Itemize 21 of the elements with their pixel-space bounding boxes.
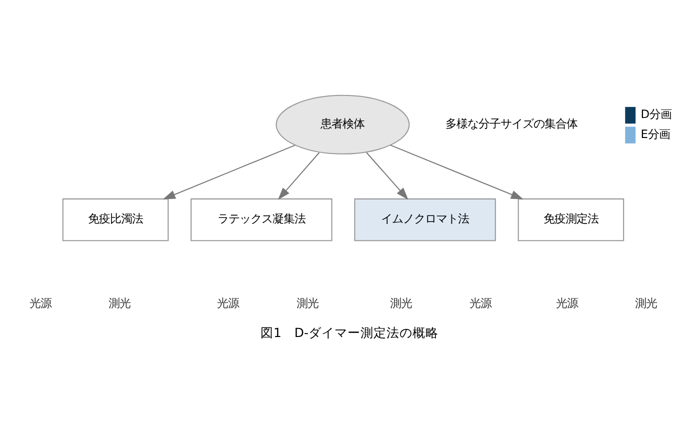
node-box: 免疫比濁法 [62,198,169,241]
legend-label: E分画 [640,126,670,140]
label: 測光 [390,296,412,310]
legend-label: D分画 [640,106,672,121]
arrow [390,144,524,199]
node-box: イムノクロマト法 [354,198,496,241]
node-ellipse: 患者検体 [276,94,410,154]
label: 光源 [30,296,52,310]
label: 測光 [296,296,318,310]
arrow [278,152,320,200]
caption: 図1 D-ダイマー測定法の概略 [260,324,439,340]
label: 光源 [556,296,578,310]
arrow [162,144,296,199]
node-box: ラテックス凝集法 [190,198,332,241]
node-box: 免疫測定法 [518,198,624,241]
label: 光源 [217,296,240,310]
node-label: 多様な分子サイズの集合体 [446,116,578,130]
label: 測光 [108,296,131,310]
label: 測光 [634,296,657,310]
arrow [366,152,408,200]
label: 光源 [469,296,492,310]
